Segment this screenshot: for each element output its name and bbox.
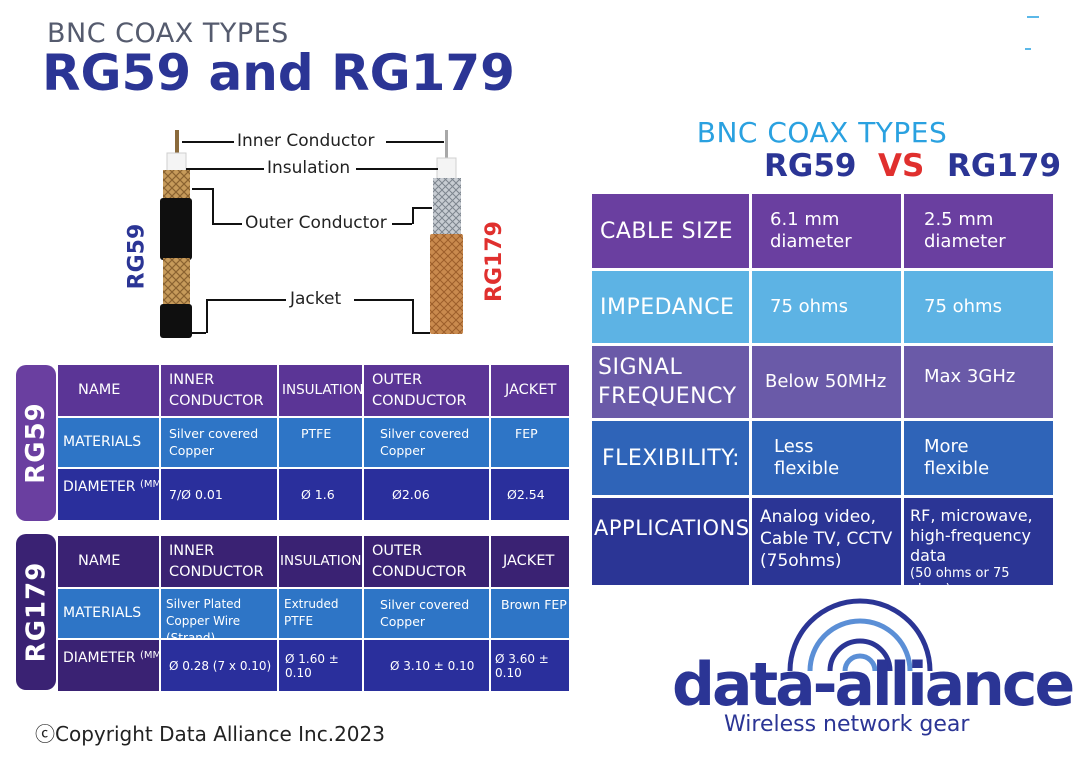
table-cell: Ø 1.60 ± 0.10 [279,640,362,691]
insulation-label: Insulation [265,158,353,178]
rg179-cable-graphic [430,130,463,334]
company-logo: data-alliance [672,650,1075,720]
comparison-cell-rg59: Analog video, Cable TV, CCTV (75ohms) [752,498,901,585]
copyright-notice: ⓒCopyright Data Alliance Inc.2023 [35,722,385,746]
table-header: INNER CONDUCTOR [161,365,277,416]
comparison-cell-rg179: Max 3GHz [904,346,1053,418]
comparison-row-label: IMPEDANCE [592,271,749,343]
comparison-cell-rg59: Below 50MHz [752,346,901,418]
row-label: MATERIALS [58,589,159,638]
comparison-cell-rg179: 2.5 mm diameter [904,194,1053,268]
rg59-tab-label: RG59 [21,402,52,484]
comparison-row-label: CABLE SIZE [592,194,749,268]
comparison-cell-rg179: 75 ohms [904,271,1053,343]
inner-conductor-label: Inner Conductor [235,131,377,151]
table-cell: Silver Plated Copper Wire (Strand) [161,589,277,645]
copyright-icon: ⓒ [35,722,55,746]
row-label: DIAMETER (MM) [58,640,165,691]
comparison-cell-rg179: RF, microwave, high-frequency data (50 o… [904,498,1053,597]
comparison-right-name: RG179 [947,148,1062,184]
corner-mark [1027,16,1039,18]
comparison-row-label: APPLICATIONS [592,498,749,585]
rg59-diagram-label: RG59 [124,223,150,290]
table-cell: Silver covered Copper [161,418,277,467]
jacket-label: Jacket [288,289,344,309]
comparison-cell-rg179: More flexible [904,421,1053,495]
table-header: INNER CONDUCTOR [161,536,277,587]
table-cell: Ø 0.28 (7 x 0.10) [161,640,277,691]
rg59-cable-graphic [160,130,192,338]
corner-mark [1025,48,1031,50]
comparison-left-name: RG59 [764,148,857,184]
cable-diagram: Inner Conductor Insulation Outer Conduct… [120,120,520,345]
table-cell: FEP [491,418,569,467]
outer-conductor-label: Outer Conductor [243,213,389,233]
table-header: NAME [58,365,159,416]
rg59-table-tab: RG59 [16,365,56,521]
table-cell: Ø 1.6 [279,469,362,520]
table-cell: Ø 3.10 ± 0.10 [364,640,489,691]
table-header: NAME [58,536,159,587]
page-subtitle: BNC COAX TYPES [47,18,289,49]
row-label: DIAMETER (MM) [58,469,165,520]
row-label: MATERIALS [58,418,159,467]
table-header: JACKET [491,536,569,587]
rg179-tab-label: RG179 [21,561,52,663]
comparison-cell-rg59: 6.1 mm diameter [752,194,901,268]
table-header: JACKET [491,365,569,416]
table-header: INSULATION [279,365,364,416]
comparison-cell-rg59: 75 ohms [752,271,901,343]
cable-illustration [160,130,463,338]
table-cell: Ø2.06 [364,469,489,520]
comparison-vs: VS [878,148,925,184]
table-cell: Brown FEP [491,589,569,638]
rg179-diagram-label: RG179 [481,221,507,302]
company-tagline: Wireless network gear [724,712,970,737]
table-header: OUTER CONDUCTOR [364,536,489,587]
table-cell: 7/Ø 0.01 [161,469,277,520]
comparison-title: BNC COAX TYPES [696,116,948,149]
comparison-cell-rg59: Less flexible [752,421,901,495]
logo-signal-icon [780,596,940,676]
table-cell: Ø2.54 [491,469,569,520]
rg179-table-tab: RG179 [16,534,56,690]
table-cell: Extruded PTFE [279,589,362,638]
table-header: INSULATION [279,536,362,587]
table-header: OUTER CONDUCTOR [364,365,489,416]
table-cell: PTFE [279,418,362,467]
comparison-row-label: SIGNAL FREQUENCY [592,346,749,418]
table-cell: Silver covered Copper [364,589,489,638]
table-cell: Ø 3.60 ± 0.10 [491,640,569,691]
page-title: RG59 and RG179 [42,44,515,102]
table-cell: Silver covered Copper [364,418,489,467]
comparison-row-label: FLEXIBILITY: [592,421,749,495]
